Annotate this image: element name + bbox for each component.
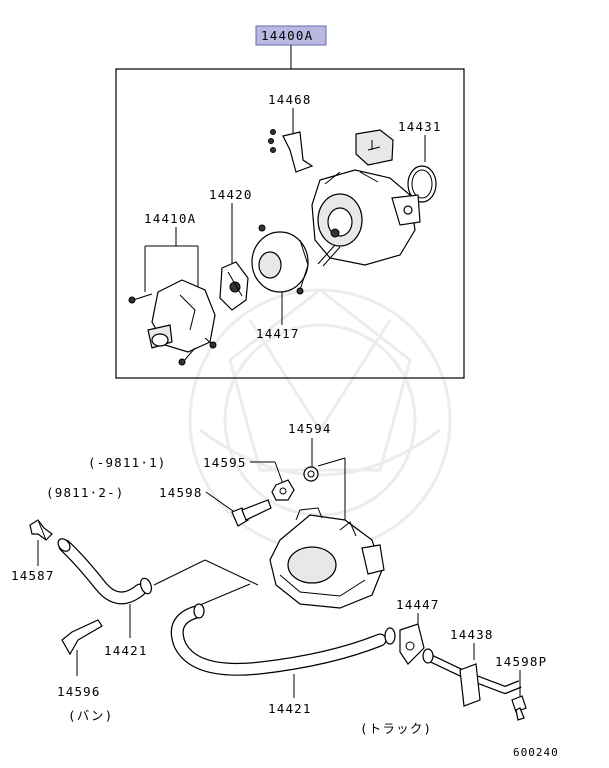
clip-note: (バン) (68, 708, 113, 723)
part-label-14598[interactable]: 14598 (159, 485, 203, 500)
part-note-14598: (9811·2-) (46, 485, 125, 500)
part-label-14596[interactable]: 14596 (57, 684, 101, 699)
part-label-14421-left[interactable]: 14421 (104, 643, 148, 658)
part-label-14598P[interactable]: 14598P (495, 654, 547, 669)
part-label-14420[interactable]: 14420 (209, 187, 253, 202)
bolt-14598P (511, 695, 527, 721)
part-label-14438[interactable]: 14438 (450, 627, 494, 642)
part-label-14431[interactable]: 14431 (398, 119, 442, 134)
gasket-14447 (399, 623, 425, 665)
bolt-14598 (231, 499, 272, 527)
o-ring-14431 (407, 165, 437, 203)
truck-note: (トラック) (360, 721, 432, 736)
assembly-label[interactable]: 14400A (261, 28, 313, 43)
hose-14421-left (57, 538, 153, 605)
part-label-14587[interactable]: 14587 (11, 568, 55, 583)
washer-14594 (303, 466, 319, 482)
watermark-emblem (188, 288, 452, 552)
part-label-14447[interactable]: 14447 (396, 597, 440, 612)
part-label-14468[interactable]: 14468 (268, 92, 312, 107)
diagram-code: 600240 (513, 746, 559, 759)
part-label-14421-bottom[interactable]: 14421 (268, 701, 312, 716)
nut-14595 (271, 479, 295, 501)
assembly-box (115, 68, 465, 379)
pipe-14438 (422, 648, 522, 707)
bracket-14468 (268, 129, 314, 173)
hose-14421-bottom (170, 603, 396, 676)
cap-14410A (128, 279, 217, 366)
shield-14417 (251, 224, 309, 295)
part-note-14595: (-9811·1) (88, 455, 167, 470)
rotor-14420 (219, 261, 249, 311)
part-label-14595[interactable]: 14595 (203, 455, 247, 470)
fitting-14587 (29, 519, 53, 541)
distributor-body (311, 169, 421, 267)
part-label-14410A[interactable]: 14410A (144, 211, 196, 226)
part-label-14417[interactable]: 14417 (256, 326, 300, 341)
connector-14431 (355, 129, 394, 166)
clip-14596 (61, 619, 103, 656)
part-label-14594[interactable]: 14594 (288, 421, 332, 436)
distributor-lower (269, 507, 385, 609)
